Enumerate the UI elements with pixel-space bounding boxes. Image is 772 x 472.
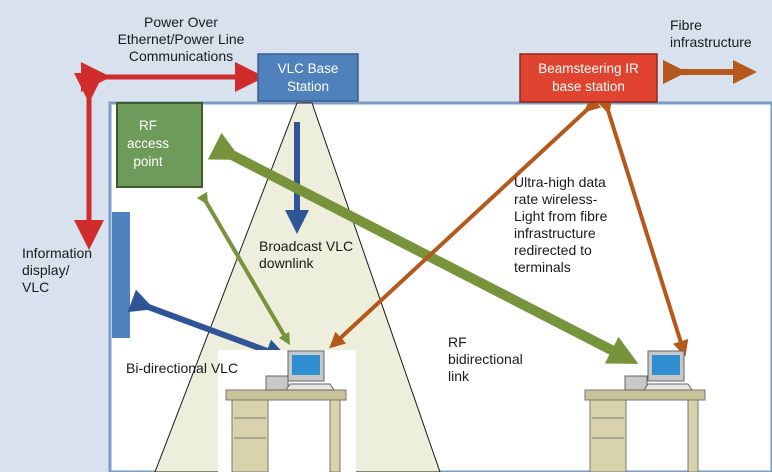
information-display-panel: [112, 212, 130, 338]
fibre-infrastructure-label: Fibre infrastructure: [670, 17, 752, 50]
computer-desk-icon: [218, 350, 356, 472]
beamsteering-ir-label: Beamsteering IR base station: [538, 61, 639, 94]
vlc-base-station-box: [257, 53, 359, 102]
ir-beam-right: [596, 96, 689, 357]
computer-desk-icon: [584, 350, 706, 472]
bi-directional-vlc-arrow: [127, 289, 290, 363]
rf-bidirectional-link-label: RF bidirectional link: [448, 334, 523, 384]
rf-access-point-box: [116, 102, 203, 188]
beamsteering-ir-base-station-box: [519, 53, 658, 103]
ultra-high-data-rate-label: Ultra-high data rate wireless- Light fro…: [514, 174, 608, 275]
vlc-base-station-label: VLC Base Station: [277, 60, 339, 94]
rf-access-point-label: RF access point: [126, 118, 170, 169]
ir-beam-left: [329, 95, 602, 349]
power-over-ethernet-label: Power Over Ethernet/Power Line Communica…: [117, 14, 245, 64]
bi-directional-vlc-label: Bi-directional VLC: [126, 360, 239, 376]
broadcast-vlc-downlink-label: Broadcast VLC downlink: [259, 238, 354, 271]
information-display-label: Information display/ VLC: [22, 245, 93, 295]
